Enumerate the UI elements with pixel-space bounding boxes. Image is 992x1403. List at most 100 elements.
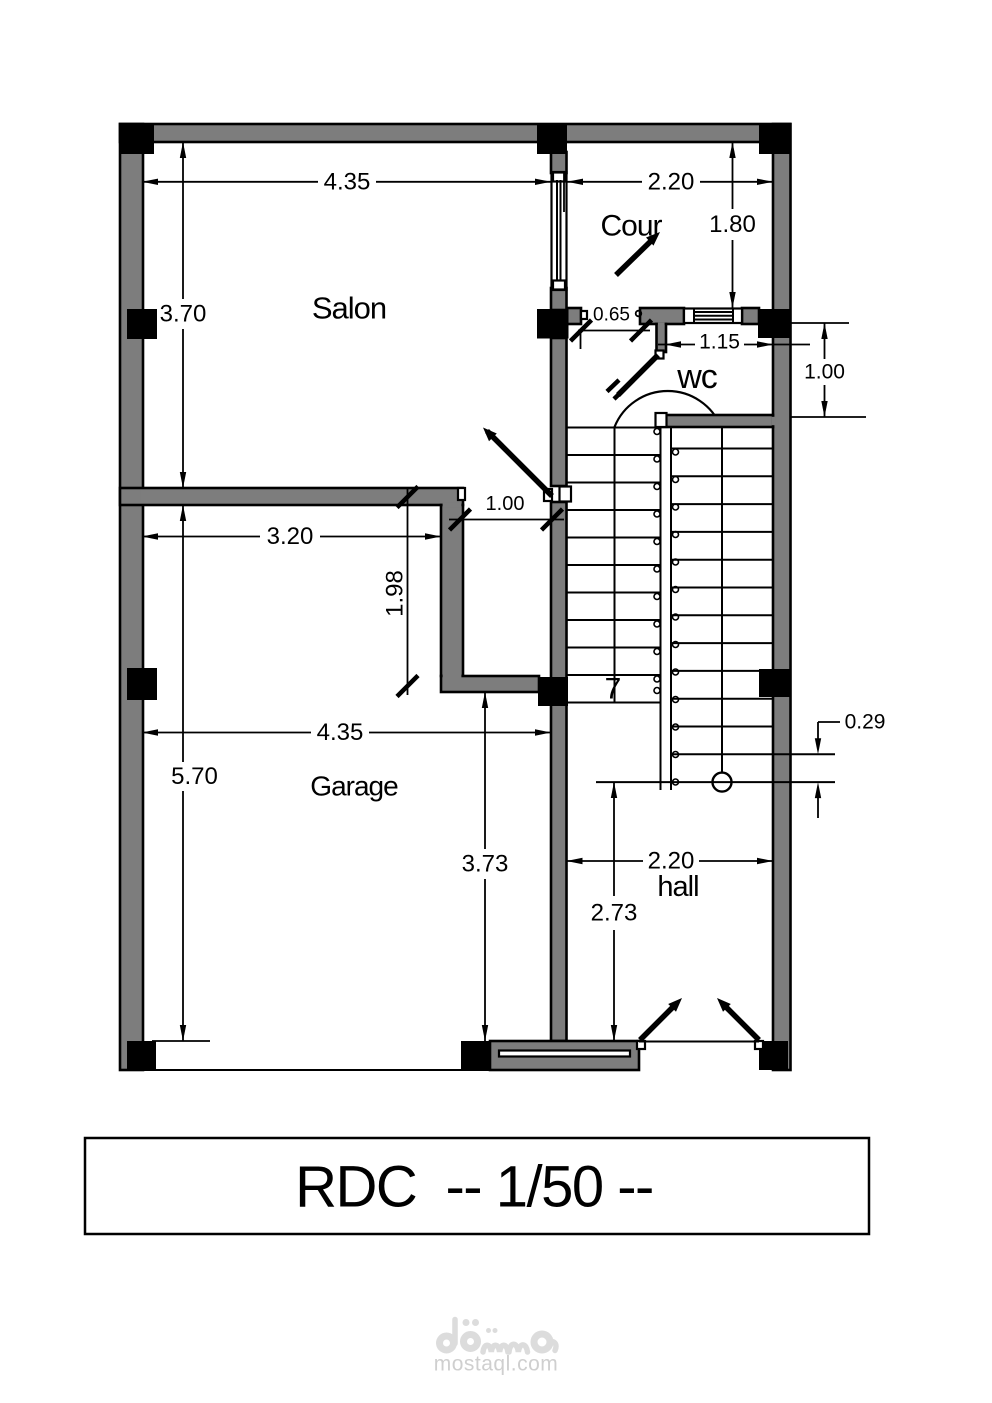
dimension-3_70-3: 3.70 (160, 142, 206, 488)
wall (654, 413, 775, 429)
stairs-layer (565, 389, 773, 793)
stair-baluster (671, 530, 680, 539)
room-label-garage: Garage (310, 771, 398, 802)
wall (565, 306, 583, 326)
room-label-salon: Salon (312, 291, 386, 326)
dim-arrowhead (425, 533, 441, 540)
wall-joint (442, 502, 462, 508)
dim-tick (395, 673, 420, 699)
watermark-logo-dot (486, 1328, 491, 1333)
dim-arrowhead (179, 505, 187, 521)
door-swing-chevron (612, 385, 628, 401)
dim-arrowhead (567, 178, 583, 185)
stair-baluster (671, 640, 680, 649)
dim-tick (628, 318, 654, 343)
dimension-3_20-7: 3.20 (142, 523, 441, 550)
wall-joint (657, 322, 665, 327)
door-leaf (638, 1004, 676, 1042)
opening-frame (456, 486, 467, 502)
door-swing-chevron (605, 378, 621, 394)
stair-baluster (653, 482, 661, 491)
dimension-1_00-6: 1.00 (790, 322, 866, 418)
dim-arrowhead (814, 738, 822, 755)
watermark-logo-stroke (480, 1342, 511, 1355)
dimension-5_70-11: 5.70 (152, 505, 218, 1042)
stair-baluster (653, 675, 661, 683)
dim-arrowhead (757, 857, 773, 865)
door-swing-arrowhead (668, 998, 682, 1012)
stair-baluster (671, 613, 680, 621)
dim-label: 1.00 (486, 493, 525, 515)
dim-label: 4.35 (324, 168, 371, 195)
opening-frame (551, 171, 567, 183)
stair-baluster (653, 647, 661, 656)
opening-frame (654, 411, 668, 429)
door-swing-arrowhead (646, 232, 660, 246)
title-block-border (83, 1136, 871, 1236)
dim-label: 4.35 (317, 719, 364, 746)
column (127, 1041, 156, 1070)
wall (118, 122, 145, 1072)
opening-frame (551, 279, 567, 291)
wall (655, 322, 668, 354)
dim-arrowhead (610, 1025, 618, 1041)
wall (549, 286, 568, 312)
dimension-0_29-15: 0.29 (814, 711, 886, 818)
room-label-cour: Cour (600, 210, 662, 243)
dim-label: 3.73 (462, 851, 509, 878)
wall (638, 306, 686, 326)
dim-label: 1.98 (382, 570, 409, 617)
dim-label: 1.00 (804, 361, 845, 384)
dim-arrowhead (821, 323, 828, 339)
column (758, 309, 790, 338)
dim-arrowhead (179, 472, 187, 488)
dim-arrowhead (665, 341, 681, 348)
wall (549, 336, 568, 488)
stair-walkline-arc (613, 389, 723, 428)
opening-frame (579, 309, 589, 321)
watermark-logo-dot (472, 1319, 479, 1326)
dimension-3_73-12: 3.73 (462, 692, 509, 1041)
dimension-1_00-9: 1.00 (447, 493, 565, 532)
stair-baluster (671, 503, 680, 511)
stair-baluster (671, 668, 680, 676)
column (759, 124, 790, 154)
dim-arrowhead (481, 1025, 489, 1041)
doors-layer (483, 232, 835, 1042)
dimension-1_80-2: 1.80 (709, 142, 756, 308)
dim-arrowhead (142, 533, 158, 540)
column (127, 309, 157, 339)
column (537, 124, 567, 154)
wall (771, 122, 792, 1072)
stair-baluster (653, 620, 661, 628)
dim-label: 3.20 (267, 523, 314, 550)
dim-tick (539, 507, 565, 532)
dim-arrowhead (757, 178, 773, 185)
wall-joint (442, 673, 462, 679)
watermark-logo-ring (460, 1331, 481, 1352)
stair-step-number: 7 (605, 673, 621, 706)
opening-frame (558, 485, 573, 503)
room-label-wc: wc (676, 358, 718, 396)
stair-baluster (653, 455, 661, 463)
dim-arrowhead (535, 178, 551, 185)
dim-label: 0.29 (845, 711, 886, 734)
dim-tick (447, 507, 473, 532)
dimension-1_15-5: 1.15 (658, 331, 810, 354)
dim-arrowhead (729, 292, 736, 308)
watermark-logo-stroke (506, 1341, 531, 1355)
stair-baluster (653, 686, 661, 695)
stair-baluster (653, 565, 661, 573)
dimension-1_98-8: 1.98 (382, 484, 420, 699)
watermark: mostaql.com (434, 1316, 559, 1376)
door-pivot-circle (634, 309, 643, 318)
title-block-text: RDC -- 1/50 -- (295, 1155, 653, 1220)
dim-label: 2.73 (591, 900, 638, 927)
stair-baluster (671, 695, 680, 704)
watermark-site-text: mostaql.com (434, 1353, 559, 1376)
door-leaf (723, 1004, 761, 1042)
columns-layer (120, 124, 790, 1070)
